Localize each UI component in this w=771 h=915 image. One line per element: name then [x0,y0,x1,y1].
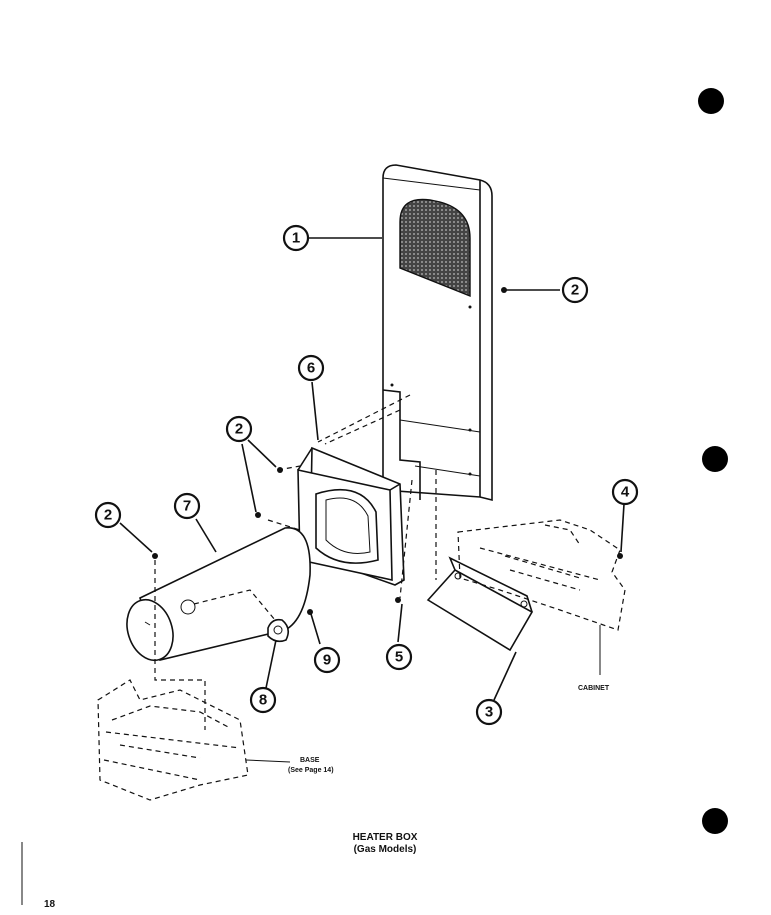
callout-2-left-number: 2 [104,507,112,524]
page-number: 18 [44,899,56,910]
callout-6: 6 [297,354,325,382]
punch-hole-middle [702,446,728,472]
callout-5-number: 5 [395,649,403,666]
back-panel [382,164,493,502]
callout-3: 3 [475,698,503,726]
callout-2-top: 2 [561,276,589,304]
callout-9: 9 [313,646,341,674]
callout-6-number: 6 [307,360,315,377]
screws [152,287,623,615]
callout-2-left: 2 [94,501,122,529]
callout-5: 5 [385,643,413,671]
callout-9-number: 9 [323,652,331,669]
diagram-title: HEATER BOX (Gas Models) [300,832,470,856]
duct-adapter-plate [297,446,405,586]
callout-8: 8 [249,686,277,714]
base-outline [97,679,249,801]
callout-4: 4 [611,478,639,506]
cabinet-outline [457,519,626,631]
leader-lines [119,237,625,763]
callout-4-number: 4 [621,484,630,501]
callout-8-number: 8 [259,692,267,709]
diagram-title-line1: HEATER BOX [352,832,418,843]
inlet-bracket [426,556,534,652]
callout-1-number: 1 [292,230,300,247]
assembly-lines [154,394,437,730]
callout-1: 1 [282,224,310,252]
callout-7-number: 7 [183,498,191,515]
punch-hole-bottom [702,808,728,834]
diagram-title-line2: (Gas Models) [353,844,417,855]
cabinet-label: CABINET [578,685,610,692]
callout-2-top-number: 2 [571,282,579,299]
callout-2-middle-number: 2 [235,421,243,438]
callout-2-middle: 2 [225,415,253,443]
callout-7: 7 [173,492,201,520]
base-reference-label: (See Page 14) [288,767,334,774]
base-label: BASE [300,757,320,764]
punch-hole-top [698,88,724,114]
flame-sensor [267,618,290,643]
callout-3-number: 3 [485,704,493,721]
